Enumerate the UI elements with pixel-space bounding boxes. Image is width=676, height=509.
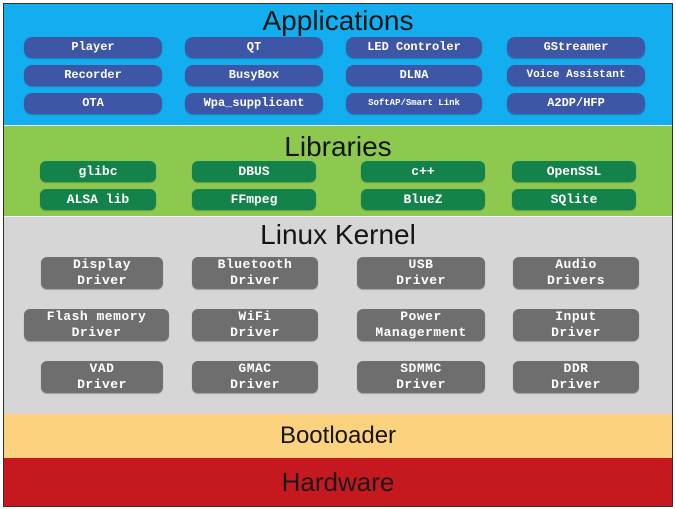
lib-openssl: OpenSSL — [512, 161, 636, 182]
lib-cpp: c++ — [361, 161, 485, 182]
driver-vad: VAD Driver — [41, 361, 163, 393]
driver-display: Display Driver — [41, 257, 163, 289]
driver-usb: USB Driver — [357, 257, 485, 289]
bootloader-title: Bootloader — [279, 422, 397, 449]
app-ota: OTA — [24, 93, 162, 114]
driver-sdmmc: SDMMC Driver — [357, 361, 485, 393]
lib-sqlite: SQlite — [512, 189, 636, 210]
applications-title: Applications — [262, 5, 414, 36]
lib-bluez: BlueZ — [361, 189, 485, 210]
driver-bluetooth: Bluetooth Driver — [192, 257, 318, 289]
driver-power: Power Managerment — [357, 309, 485, 341]
app-wpa-supplicant: Wpa_supplicant — [185, 93, 323, 114]
driver-input: Input Driver — [513, 309, 639, 341]
lib-dbus: DBUS — [192, 161, 316, 182]
driver-ddr: DDR Driver — [513, 361, 639, 393]
app-gstreamer: GStreamer — [507, 37, 645, 58]
app-softap-smart-link: SoftAP/Smart Link — [346, 93, 482, 114]
app-dlna: DLNA — [346, 65, 482, 86]
app-voice-assistant: Voice Assistant — [507, 65, 645, 86]
libraries-title: Libraries — [284, 131, 392, 162]
hardware-title: Hardware — [281, 467, 395, 497]
app-player: Player — [24, 37, 162, 58]
app-qt: QT — [185, 37, 323, 58]
driver-flash-memory: Flash memory Driver — [24, 309, 169, 341]
app-a2dp-hfp: A2DP/HFP — [507, 93, 645, 114]
lib-alsa: ALSA lib — [40, 189, 156, 210]
hardware-layer: Hardware — [4, 458, 672, 506]
app-busybox: BusyBox — [185, 65, 323, 86]
driver-audio: Audio Drivers — [513, 257, 639, 289]
kernel-layer: Linux Kernel Display Driver Bluetooth Dr… — [4, 217, 672, 414]
app-recorder: Recorder — [24, 65, 162, 86]
driver-gmac: GMAC Driver — [192, 361, 318, 393]
libraries-layer: Libraries glibc DBUS c++ OpenSSL ALSA li… — [4, 126, 672, 217]
architecture-diagram: Applications Player QT LED Controler GSt… — [3, 3, 673, 507]
lib-ffmpeg: FFmpeg — [192, 189, 316, 210]
driver-wifi: WiFi Driver — [192, 309, 318, 341]
bootloader-layer: Bootloader — [4, 414, 672, 458]
kernel-title: Linux Kernel — [260, 219, 416, 250]
lib-glibc: glibc — [40, 161, 156, 182]
app-led-controler: LED Controler — [346, 37, 482, 58]
applications-layer: Applications Player QT LED Controler GSt… — [4, 4, 672, 126]
